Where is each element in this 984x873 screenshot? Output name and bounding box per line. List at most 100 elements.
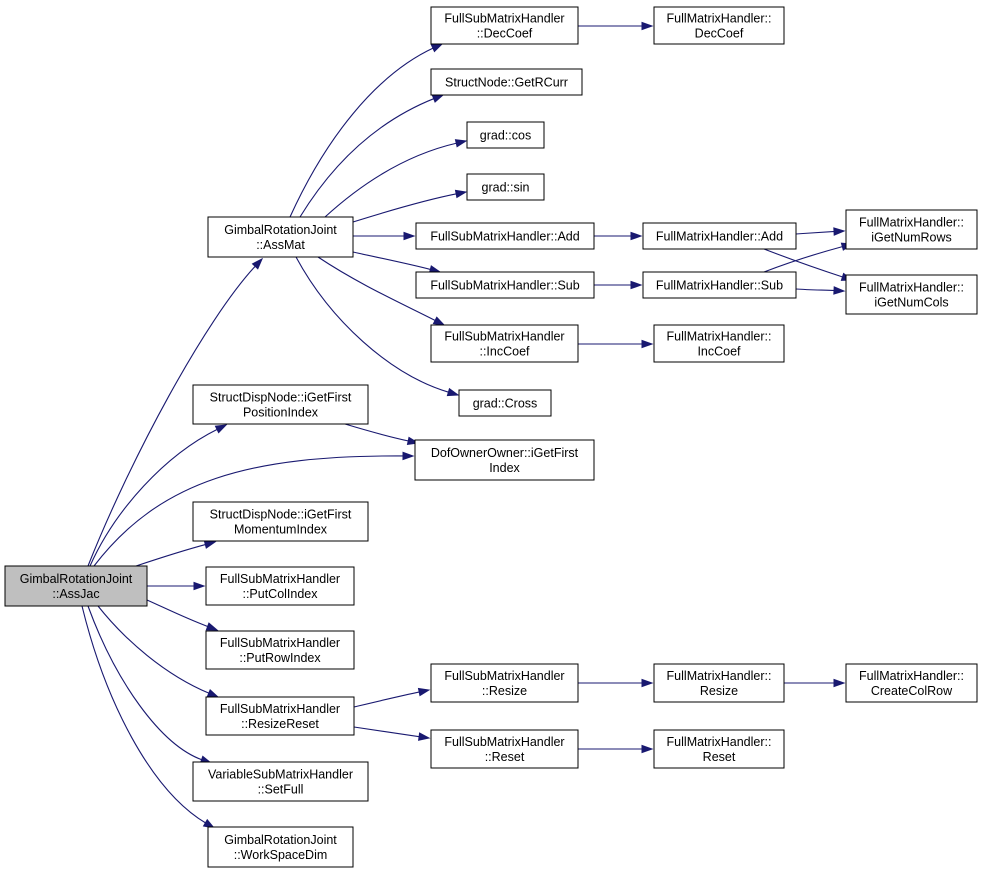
edge-fsm_resizereset-to-fsm_reset <box>353 726 431 741</box>
edge-arrowhead <box>630 231 643 241</box>
edge-assjac-to-fsm_putrowindex <box>146 599 219 631</box>
node-fm-resize[interactable]: FullMatrixHandler::Resize <box>653 663 785 703</box>
edge-line <box>317 256 437 322</box>
edge-line <box>763 245 844 273</box>
edge-fsm_sub-to-fm_sub <box>594 280 643 290</box>
node-box <box>845 274 978 315</box>
edge-line <box>93 455 405 567</box>
edge-arrowhead <box>203 540 217 549</box>
node-label-line: ::IncCoef <box>479 345 530 359</box>
node-label-line: FullMatrixHandler:: <box>859 281 964 295</box>
node-label-line: iGetNumRows <box>871 231 952 245</box>
edge-arrowhead <box>205 622 219 631</box>
node-label-line: FullSubMatrixHandler <box>444 12 564 26</box>
node-grad-cos[interactable]: grad::cos <box>466 121 545 149</box>
edge-line <box>795 288 836 292</box>
node-label-line: PositionIndex <box>243 406 319 420</box>
node-box <box>653 6 785 45</box>
node-fm-inccoef[interactable]: FullMatrixHandler::IncCoef <box>653 324 785 363</box>
node-label-line: StructDispNode::iGetFirst <box>210 391 352 405</box>
edge-line <box>795 230 836 235</box>
node-fsm-reset[interactable]: FullSubMatrixHandler::Reset <box>430 729 579 769</box>
node-fsm-putcolindex[interactable]: FullSubMatrixHandler::PutColIndex <box>205 566 355 606</box>
node-box <box>466 173 545 201</box>
node-label-line: FullSubMatrixHandler <box>220 702 340 716</box>
node-label-line: grad::sin <box>482 181 530 195</box>
node-label-line: StructDispNode::iGetFirst <box>210 508 352 522</box>
edge-assmat-to-grad_sin <box>352 189 468 223</box>
node-label-line: FullMatrixHandler:: <box>667 330 772 344</box>
node-vsm-setfull[interactable]: VariableSubMatrixHandler::SetFull <box>192 761 369 802</box>
edge-line <box>87 265 257 567</box>
node-fsm-resizereset[interactable]: FullSubMatrixHandler::ResizeReset <box>205 696 355 736</box>
edge-fsm_deccoef-to-fm_deccoef <box>578 21 654 31</box>
edge-arrowhead <box>641 678 654 688</box>
edge-fm_resize-to-fm_createcolrow <box>783 678 846 688</box>
node-fm-getnumrows[interactable]: FullMatrixHandler::iGetNumRows <box>845 209 978 250</box>
node-box <box>430 68 583 96</box>
node-box <box>205 566 355 606</box>
node-label-line: FullSubMatrixHandler <box>444 669 564 683</box>
edge-assjac-to-sdn_momindex <box>135 540 217 567</box>
edge-arrowhead <box>431 94 445 103</box>
edge-assmat-to-getrcurr <box>299 94 445 218</box>
node-assmat[interactable]: GimbalRotationJoint::AssMat <box>207 216 354 258</box>
node-label-line: ::AssJac <box>52 587 99 601</box>
node-label-line: ::DecCoef <box>477 27 533 41</box>
edge-line <box>353 691 421 708</box>
node-box <box>642 271 797 299</box>
edge-assjac-to-dof_firstindex <box>93 451 415 567</box>
edge-line <box>135 543 207 567</box>
node-grad-cross[interactable]: grad::Cross <box>458 389 552 417</box>
edge-assjac-to-assmat <box>87 257 264 567</box>
node-label-line: IncCoef <box>697 345 741 359</box>
node-label-line: iGetNumCols <box>874 296 948 310</box>
node-label-line: ::AssMat <box>256 238 305 252</box>
node-fm-getnumcols[interactable]: FullMatrixHandler::iGetNumCols <box>845 274 978 315</box>
node-fm-createcolrow[interactable]: FullMatrixHandler::CreateColRow <box>845 663 978 703</box>
node-label-line: ::Resize <box>482 684 527 698</box>
node-label-line: grad::Cross <box>473 397 538 411</box>
node-label-line: ::SetFull <box>258 783 304 797</box>
node-fsm-putrowindex[interactable]: FullSubMatrixHandler::PutRowIndex <box>205 630 355 670</box>
edge-assjac-to-grj_workspacedim <box>81 605 216 829</box>
node-grj-workspacedim[interactable]: GimbalRotationJoint::WorkSpaceDim <box>207 826 354 868</box>
edge-sdn_posindex-to-dof_firstindex <box>344 423 420 446</box>
node-fsm-resize[interactable]: FullSubMatrixHandler::Resize <box>430 663 579 703</box>
node-fm-sub[interactable]: FullMatrixHandler::Sub <box>642 271 797 299</box>
node-fm-deccoef[interactable]: FullMatrixHandler::DecCoef <box>653 6 785 45</box>
node-box <box>642 222 797 250</box>
edge-arrowhead <box>251 257 264 270</box>
edge-line <box>344 423 410 442</box>
node-fsm-add[interactable]: FullSubMatrixHandler::Add <box>415 222 595 250</box>
node-label-line: FullMatrixHandler:: <box>667 669 772 683</box>
node-fm-reset[interactable]: FullMatrixHandler::Reset <box>653 729 785 769</box>
edge-arrowhead <box>432 316 446 326</box>
edge-arrowhead <box>833 678 846 688</box>
edge-line <box>352 251 432 271</box>
node-box <box>414 439 595 481</box>
node-fsm-inccoef[interactable]: FullSubMatrixHandler::IncCoef <box>430 324 579 363</box>
edge-line <box>87 605 203 761</box>
node-box <box>430 729 579 769</box>
node-box <box>207 216 354 258</box>
edge-fm_add-to-fm_getnumrows <box>795 227 846 236</box>
node-label-line: FullMatrixHandler:: <box>859 669 964 683</box>
node-box <box>430 6 579 45</box>
node-fsm-deccoef[interactable]: FullSubMatrixHandler::DecCoef <box>430 6 579 45</box>
node-label-line: Index <box>489 461 520 475</box>
node-label-line: grad::cos <box>480 129 531 143</box>
node-label-line: FullSubMatrixHandler <box>220 636 340 650</box>
node-getrcurr[interactable]: StructNode::GetRCurr <box>430 68 583 96</box>
node-label-line: ::ResizeReset <box>241 717 319 731</box>
node-fm-add[interactable]: FullMatrixHandler::Add <box>642 222 797 250</box>
node-box <box>653 729 785 769</box>
edge-fsm_resizereset-to-fsm_resize <box>353 687 431 708</box>
node-grad-sin[interactable]: grad::sin <box>466 173 545 201</box>
node-fsm-sub[interactable]: FullSubMatrixHandler::Sub <box>415 271 595 299</box>
node-box <box>845 663 978 703</box>
edge-arrowhead <box>403 231 416 241</box>
